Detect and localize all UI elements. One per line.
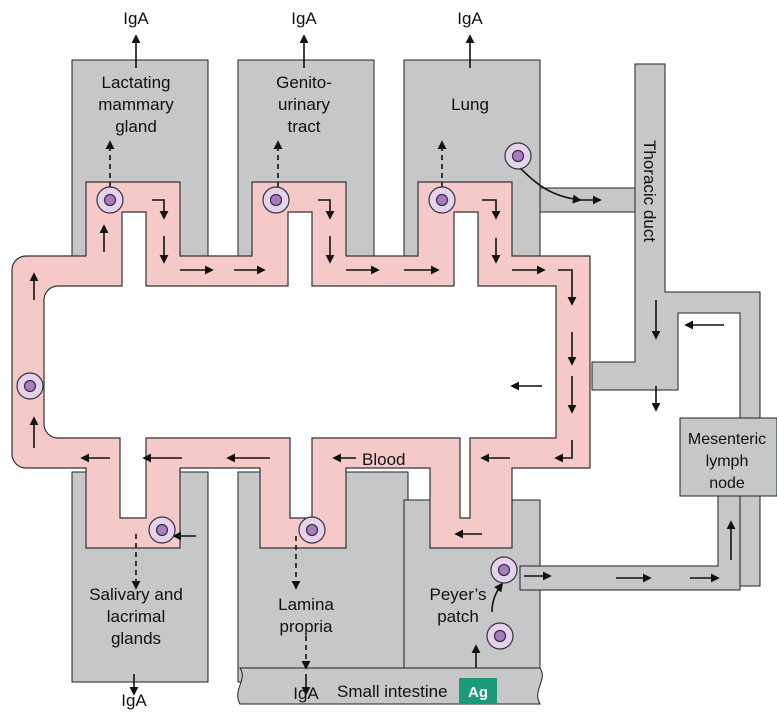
lymphocyte-lung-tissue	[505, 143, 531, 169]
mammary-label-line2: mammary	[98, 95, 174, 114]
small-intestine-label: Small intestine	[337, 682, 448, 701]
mesenteric-label-line1: Mesenteric	[688, 431, 766, 448]
mammary-label-line1: Lactating	[102, 73, 171, 92]
lymphocyte-lung-blood	[429, 187, 455, 213]
blood-label: Blood	[362, 450, 405, 469]
iga-label-lung: IgA	[457, 9, 483, 28]
mesenteric-label-line2: lymph	[706, 453, 749, 470]
mammary-label-line3: gland	[115, 117, 157, 136]
peyers-label-line2: patch	[437, 607, 479, 626]
lamina-label-line2: propria	[280, 617, 333, 636]
lung-label: Lung	[451, 95, 489, 114]
lymphocyte-peyers-upper	[491, 557, 517, 583]
genito-label-line1: Genito-	[276, 73, 332, 92]
iga-label-salivary: IgA	[121, 691, 147, 710]
mesenteric-efferent-duct	[520, 496, 740, 590]
antigen-label: Ag	[468, 684, 488, 701]
salivary-label-line3: glands	[111, 629, 161, 648]
genito-label-line2: urinary	[278, 95, 330, 114]
lymphocyte-genitourinary	[263, 187, 289, 213]
iga-label-genitourinary: IgA	[291, 9, 317, 28]
iga-label-intestine: IgA	[293, 684, 319, 703]
genito-label-line3: tract	[287, 117, 320, 136]
lymphocyte-left-vessel	[17, 373, 43, 399]
lymphocyte-mammary	[97, 187, 123, 213]
salivary-label-line1: Salivary and	[89, 585, 183, 604]
lymphocyte-peyers-lower	[487, 623, 513, 649]
mesenteric-label-line3: node	[709, 475, 745, 492]
salivary-label-line2: lacrimal	[107, 607, 166, 626]
thoracic-duct-label: Thoracic duct	[640, 140, 659, 242]
lymphocyte-salivary	[149, 517, 175, 543]
lamina-label-line1: Lamina	[278, 595, 334, 614]
lymphocyte-lamina-propria	[299, 517, 325, 543]
iga-label-mammary: IgA	[123, 9, 149, 28]
peyers-label-line1: Peyer’s	[429, 585, 486, 604]
